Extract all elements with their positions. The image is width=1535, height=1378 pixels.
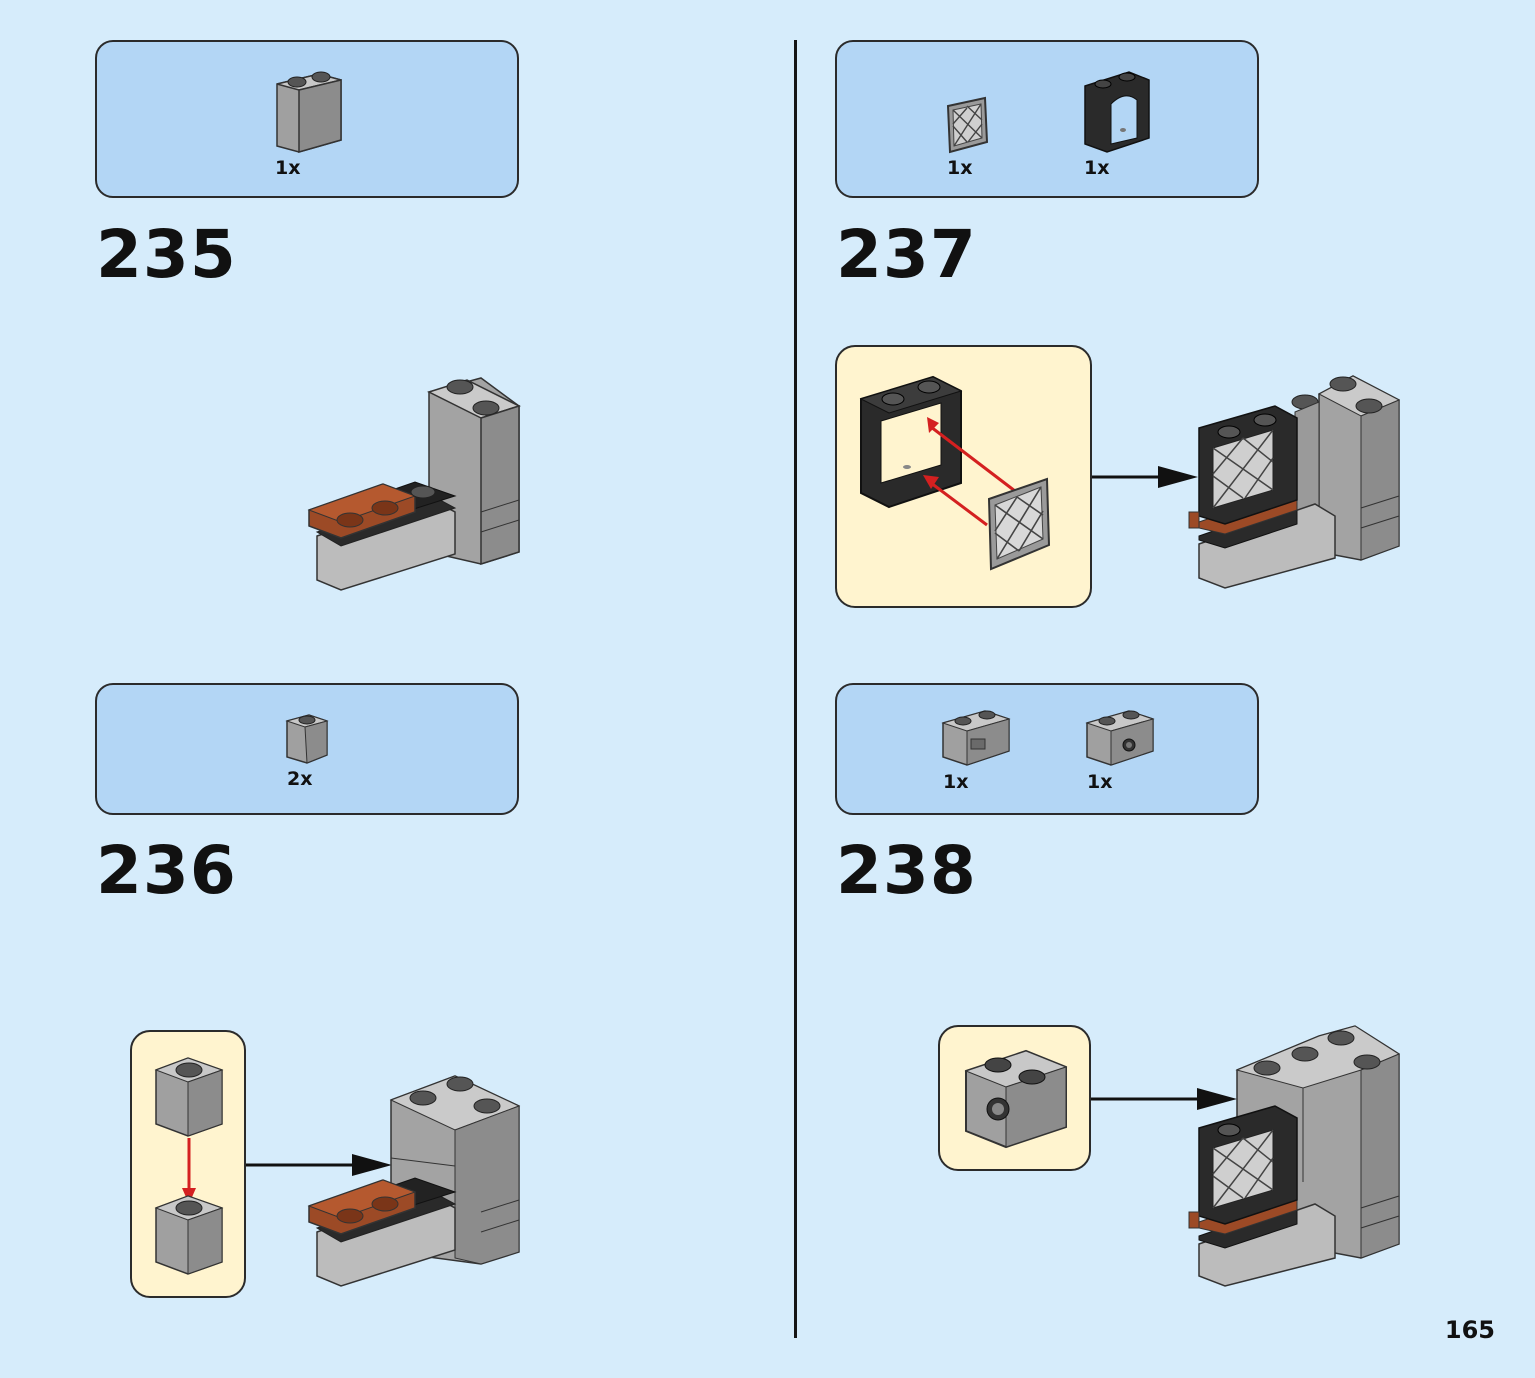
callout-237-frame-insert <box>859 375 1051 571</box>
step-number-238: 238 <box>836 832 977 909</box>
gray-brick-1x2x2-icon <box>276 71 342 153</box>
part-qty: 1x <box>275 157 301 179</box>
page-number: 165 <box>1444 1316 1495 1344</box>
assembly-235-illustration <box>307 377 521 591</box>
gray-brick-modified-icon <box>941 710 1011 766</box>
callout-236-stack <box>154 1057 224 1275</box>
arrow-238 <box>1091 1088 1237 1110</box>
parts-list-236: 2x <box>95 683 519 815</box>
part-qty: 1x <box>943 771 969 793</box>
part-qty: 1x <box>947 157 973 179</box>
part-qty: 2x <box>287 768 313 790</box>
gray-brick-with-hole-icon <box>1085 710 1155 766</box>
part-qty: 1x <box>1084 157 1110 179</box>
parts-list-237: 1x 1x <box>835 40 1259 198</box>
gray-brick-1x1-icon <box>285 714 329 764</box>
column-divider <box>794 40 797 1338</box>
part-qty: 1x <box>1087 771 1113 793</box>
black-window-frame-icon <box>1084 71 1150 153</box>
arrow-237 <box>1092 466 1198 488</box>
window-glass-lattice-icon <box>946 96 989 154</box>
callout-236 <box>130 1030 246 1298</box>
step-number-237: 237 <box>836 216 977 293</box>
callout-238-brick-with-hole <box>964 1049 1068 1149</box>
assembly-236-illustration <box>307 1075 521 1287</box>
assembly-237-illustration <box>1188 375 1401 589</box>
arrow-236 <box>246 1154 392 1176</box>
step-number-235: 235 <box>96 216 237 293</box>
callout-238 <box>938 1025 1091 1171</box>
callout-237 <box>835 345 1092 608</box>
parts-list-235: 1x <box>95 40 519 198</box>
parts-list-238: 1x 1x <box>835 683 1259 815</box>
assembly-238-illustration <box>1188 1025 1401 1287</box>
step-number-236: 236 <box>96 832 237 909</box>
